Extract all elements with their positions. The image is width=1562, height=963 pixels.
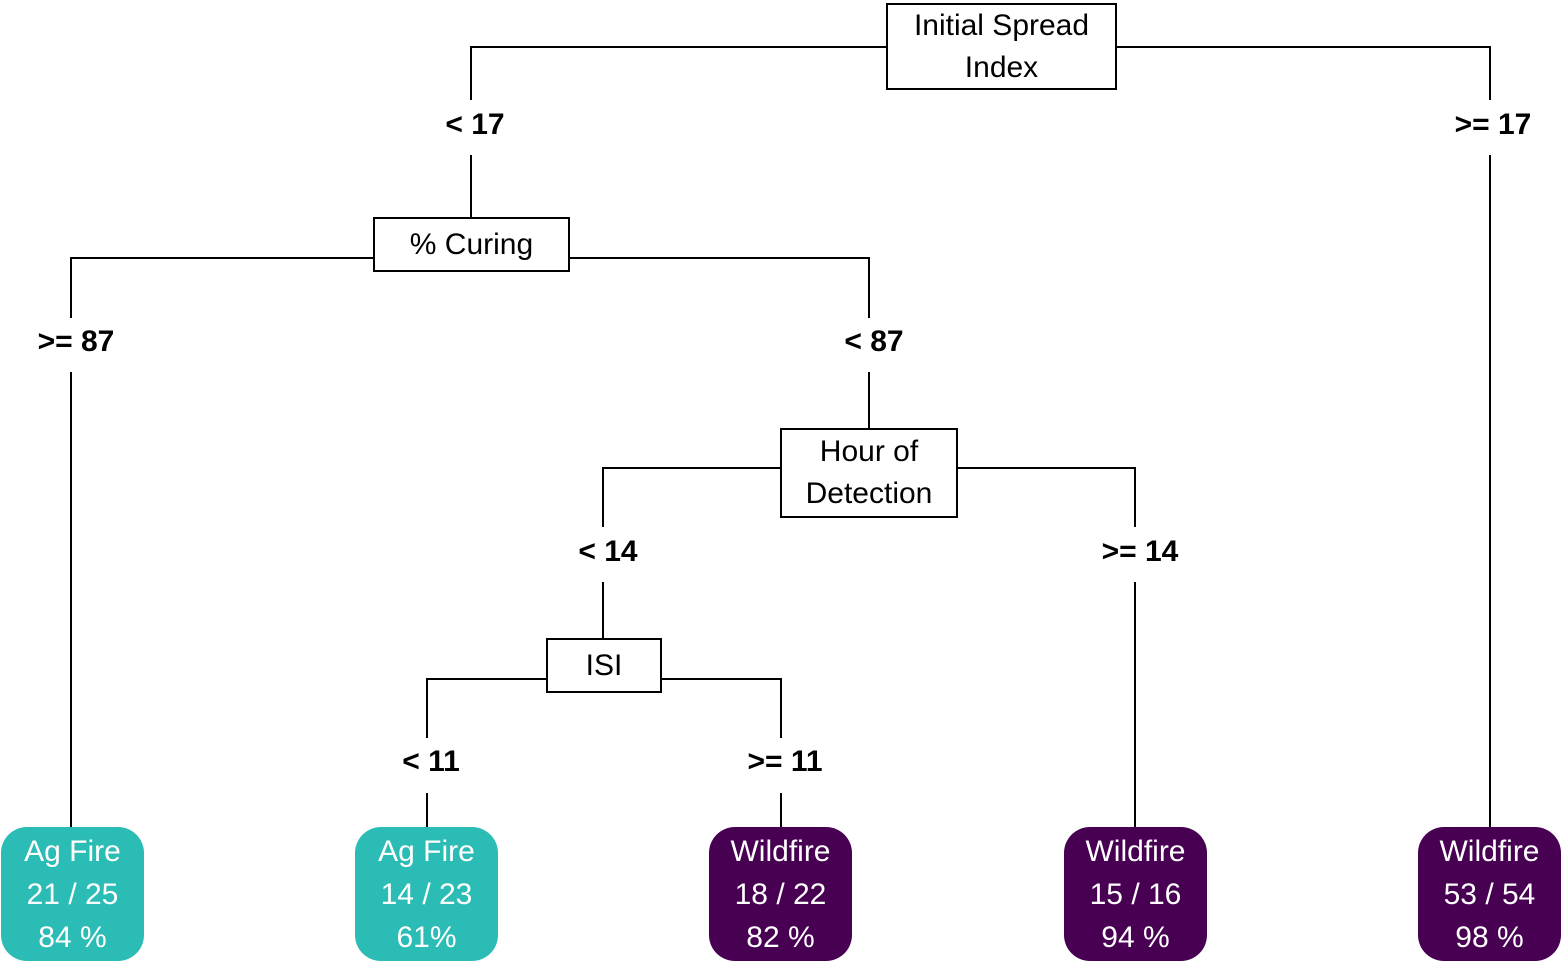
leaf-wildfire-1: Wildfire 18 / 22 82 % [709, 827, 852, 961]
leaf-wildfire-3: Wildfire 53 / 54 98 % [1418, 827, 1561, 961]
leaf-ag-fire-1: Ag Fire 21 / 25 84 % [1, 827, 144, 961]
node-label: ISI [585, 648, 623, 682]
split-curing-left: >= 87 [33, 325, 119, 359]
split-hour-right: >= 14 [1097, 535, 1183, 569]
leaf-count: 53 / 54 [1443, 877, 1536, 911]
edge-curing-left [70, 257, 374, 318]
node-hour-of-detection: Hour of Detection [780, 428, 958, 518]
node-curing: % Curing [373, 217, 570, 272]
split-root-right: >= 17 [1450, 108, 1536, 142]
edge-hour-left [602, 467, 781, 527]
edge-isi-right [661, 678, 782, 738]
leaf-count: 15 / 16 [1089, 877, 1182, 911]
leaf-count: 21 / 25 [26, 877, 119, 911]
node-label-line2: Index [964, 50, 1039, 84]
split-hour-left: < 14 [574, 535, 642, 569]
edge-curing-right [569, 257, 870, 318]
leaf-class: Wildfire [1085, 834, 1186, 868]
edge-hour-right [957, 467, 1136, 527]
leaf-percent: 94 % [1101, 920, 1170, 954]
node-label-line1: Initial Spread [913, 8, 1090, 42]
leaf-count: 14 / 23 [380, 877, 473, 911]
leaf-count: 18 / 22 [734, 877, 827, 911]
split-isi-right: >= 11 [743, 745, 827, 779]
leaf-wildfire-2: Wildfire 15 / 16 94 % [1064, 827, 1207, 961]
node-label-line2: Detection [805, 477, 933, 510]
leaf-class: Ag Fire [378, 834, 475, 868]
node-isi: ISI [546, 638, 662, 693]
node-label-line1: Hour of [819, 435, 919, 468]
leaf-percent: 84 % [38, 920, 107, 954]
edge-root-right [1116, 46, 1491, 100]
edge-root-left [470, 46, 886, 100]
split-root-left: < 17 [441, 108, 509, 142]
node-label: % Curing [409, 227, 534, 261]
leaf-class: Ag Fire [24, 834, 121, 868]
leaf-class: Wildfire [730, 834, 831, 868]
leaf-percent: 82 % [746, 920, 815, 954]
node-initial-spread-index: Initial Spread Index [886, 3, 1117, 90]
leaf-percent: 61% [396, 920, 457, 954]
leaf-percent: 98 % [1455, 920, 1524, 954]
leaf-class: Wildfire [1439, 834, 1540, 868]
leaf-ag-fire-2: Ag Fire 14 / 23 61% [355, 827, 498, 961]
split-isi-left: < 11 [398, 745, 464, 779]
split-curing-right: < 87 [840, 325, 908, 359]
edge-isi-left [426, 678, 547, 738]
